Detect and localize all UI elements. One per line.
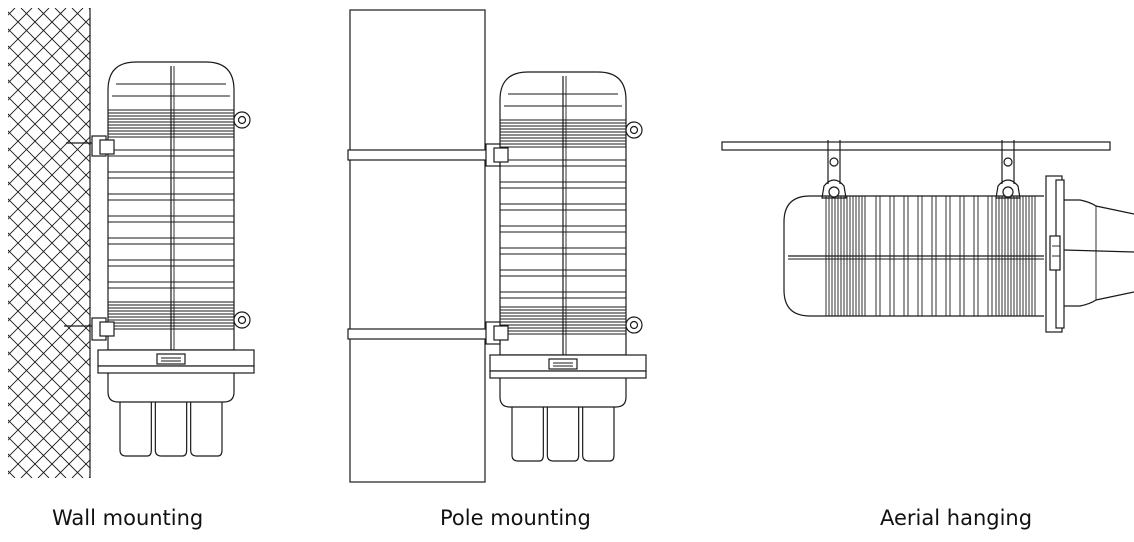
aerial-hanging-figure xyxy=(721,140,1134,333)
pole-strap-top xyxy=(347,143,509,167)
pole-mounting-figure xyxy=(347,9,647,483)
wall-bracket-bottom xyxy=(64,317,115,341)
wall-mounting-figure xyxy=(8,8,255,478)
caption-aerial-hanging: Aerial hanging xyxy=(880,506,1033,530)
hanger-right xyxy=(995,140,1021,199)
closure-horizontal xyxy=(783,175,1134,333)
pole-strap-bottom xyxy=(347,321,509,345)
wall-hatch xyxy=(8,8,90,478)
pole xyxy=(349,9,486,483)
caption-pole-mounting: Pole mounting xyxy=(440,506,591,530)
caption-wall-mounting: Wall mounting xyxy=(52,506,204,530)
hanger-left xyxy=(821,140,847,199)
closure-vertical-wall xyxy=(97,61,255,457)
closure-vertical-pole xyxy=(489,71,647,462)
wall-bracket-top xyxy=(66,135,115,157)
messenger-cable xyxy=(721,141,1111,151)
